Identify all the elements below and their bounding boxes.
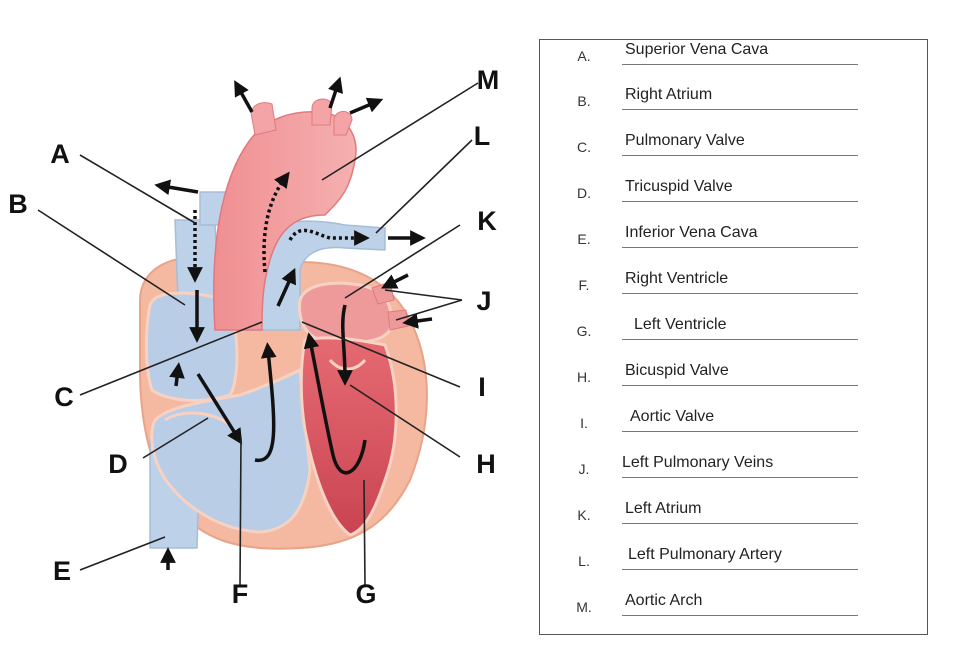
answer-letter: B. [577, 93, 591, 109]
answer-text: Right Atrium [625, 86, 713, 103]
answer-field[interactable]: Right Atrium [622, 85, 858, 110]
answer-letter: K. [577, 507, 591, 523]
leader-lines [37, 82, 479, 586]
answer-row: K. Left Atrium [540, 499, 927, 529]
answer-field[interactable]: Tricuspid Valve [622, 177, 858, 202]
answer-row: I. Aortic Valve [540, 407, 927, 437]
answer-field[interactable]: Aortic Valve [622, 407, 858, 432]
answer-text: Bicuspid Valve [625, 362, 729, 379]
answer-row: L. Left Pulmonary Artery [540, 545, 927, 575]
flow-arrows-dotted [187, 171, 370, 283]
callout-k: K [477, 206, 497, 236]
answer-row: F. Right Ventricle [540, 269, 927, 299]
callout-a: A [50, 139, 70, 169]
answer-field[interactable]: Left Pulmonary Veins [622, 453, 858, 478]
callout-h: H [476, 449, 496, 479]
answer-letter: M. [576, 599, 592, 615]
callout-m: M [477, 65, 500, 95]
answer-text: Tricuspid Valve [625, 178, 733, 195]
answer-field[interactable]: Inferior Vena Cava [622, 223, 858, 248]
answer-text: Aortic Arch [625, 592, 703, 609]
answer-field[interactable]: Right Ventricle [622, 269, 858, 294]
answer-field[interactable]: Bicuspid Valve [622, 361, 858, 386]
answer-row: B. Right Atrium [540, 85, 927, 115]
answer-row: C. Pulmonary Valve [540, 131, 927, 161]
answer-field[interactable]: Pulmonary Valve [622, 131, 858, 156]
answer-letter: C. [577, 139, 591, 155]
answer-text: Left Pulmonary Veins [622, 454, 774, 471]
aorta-branch-mid [311, 98, 333, 126]
tricuspid-valve-flap [164, 411, 231, 427]
callout-f: F [232, 579, 249, 609]
answer-letter: J. [578, 461, 590, 477]
answer-row: H. Bicuspid Valve [540, 361, 927, 391]
right-ventricle [150, 367, 312, 534]
answer-letter: A. [577, 48, 591, 64]
callout-b: B [8, 189, 28, 219]
callout-l: L [474, 121, 491, 151]
answer-row: J. Left Pulmonary Veins [540, 453, 927, 483]
answer-letter: F. [578, 277, 590, 293]
answer-letter: E. [577, 231, 591, 247]
answer-row: G. Left Ventricle [540, 315, 927, 345]
answer-letter: G. [576, 323, 592, 339]
answer-row: E. Inferior Vena Cava [540, 223, 927, 253]
answer-text: Left Ventricle [634, 316, 727, 333]
aorta-branch-left [250, 102, 277, 136]
answer-row: A. Superior Vena Cava [540, 40, 927, 70]
answer-text: Inferior Vena Cava [625, 224, 758, 241]
answer-text: Left Atrium [625, 500, 702, 517]
answer-field[interactable]: Superior Vena Cava [622, 40, 858, 65]
left-ventricle [299, 336, 398, 537]
answer-field[interactable]: Left Pulmonary Artery [622, 545, 858, 570]
answer-text: Right Ventricle [625, 270, 729, 287]
callout-d: D [108, 449, 128, 479]
answer-text: Pulmonary Valve [625, 132, 745, 149]
callout-j: J [476, 286, 491, 316]
answer-row: M. Aortic Arch [540, 591, 927, 621]
callout-i: I [478, 372, 486, 402]
callout-g: G [355, 579, 376, 609]
answer-letter: L. [578, 553, 590, 569]
answer-field[interactable]: Aortic Arch [622, 591, 858, 616]
answer-letter: H. [577, 369, 591, 385]
aorta-branch-right [333, 111, 353, 136]
answer-field[interactable]: Left Atrium [622, 499, 858, 524]
answer-letter: I. [580, 415, 588, 431]
answer-text: Aortic Valve [630, 408, 715, 425]
flow-arrows-solid [169, 267, 367, 475]
answer-field[interactable]: Left Ventricle [622, 315, 858, 340]
answer-row: D. Tricuspid Valve [540, 177, 927, 207]
callout-c: C [54, 382, 74, 412]
bicuspid-valve-flap [328, 358, 367, 371]
callout-e: E [53, 556, 71, 586]
heart-diagram: A B C D E F G H I J K L M [8, 65, 500, 609]
flow-arrows-outflow [154, 76, 433, 570]
aorta [213, 111, 357, 331]
answer-key-panel: A. Superior Vena Cava B. Right Atrium C.… [539, 39, 928, 635]
answer-text: Left Pulmonary Artery [628, 546, 782, 563]
answer-text: Superior Vena Cava [625, 41, 769, 58]
answer-letter: D. [577, 185, 591, 201]
